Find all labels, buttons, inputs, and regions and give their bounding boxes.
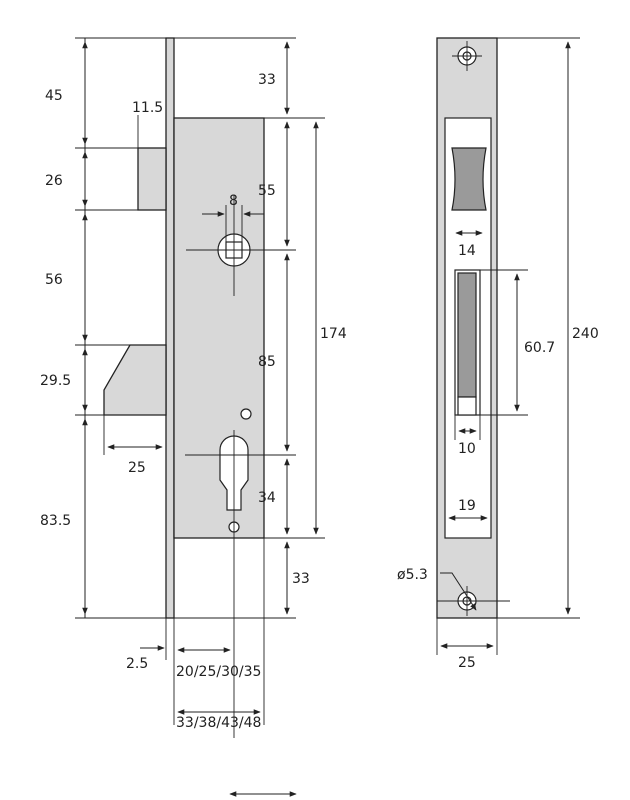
dim-case-widths: 33/38/43/48	[176, 715, 261, 731]
bolt-tip	[457, 396, 477, 416]
latch-face	[451, 147, 487, 211]
latch-bolt	[137, 147, 167, 211]
dim-bolt-width: 10	[458, 441, 476, 457]
dim-latch-to-bolt: 56	[45, 272, 63, 288]
dim-case-height: 174	[320, 326, 347, 342]
dim-follower-to-cylinder: 85	[258, 354, 276, 370]
side-view: 14 60.7 10 19 240 ø5.3 25	[397, 37, 599, 671]
dim-backset-to-bolt: 45	[45, 88, 63, 104]
dim-bolt-to-bottom: 83.5	[40, 513, 71, 529]
dead-bolt	[103, 344, 167, 416]
dim-bolt-opening-height: 60.7	[524, 340, 555, 356]
dim-bolt-throw: 25	[128, 460, 146, 476]
dim-faceplate-length: 240	[572, 326, 599, 342]
dim-latch-height: 26	[45, 173, 63, 189]
screw-hole	[240, 408, 252, 420]
dim-latch-width: 14	[458, 243, 476, 259]
dim-cylinder-to-case-bottom: 34	[258, 490, 276, 506]
dim-bottom-offset: 33	[292, 571, 310, 587]
dim-faceplate-inner-width: 19	[458, 498, 476, 514]
dim-faceplate-thickness: 2.5	[126, 656, 148, 672]
bolt-face	[457, 272, 477, 398]
dim-bolt-height: 29.5	[40, 373, 71, 389]
lock-case	[173, 117, 265, 539]
dim-hole-diameter: ø5.3	[397, 567, 428, 583]
dim-case-top-to-follower: 55	[258, 183, 276, 199]
dim-faceplate-width: 25	[458, 655, 476, 671]
dim-top-offset: 33	[258, 72, 276, 88]
front-view: 45 26 56 29.5 83.5 11.5 25 8 33 55 85	[40, 37, 347, 738]
faceplate	[165, 37, 175, 619]
dim-follower-square: 8	[229, 193, 238, 209]
dim-latch-protrusion: 11.5	[132, 100, 163, 116]
dim-backsets: 20/25/30/35	[176, 664, 261, 680]
